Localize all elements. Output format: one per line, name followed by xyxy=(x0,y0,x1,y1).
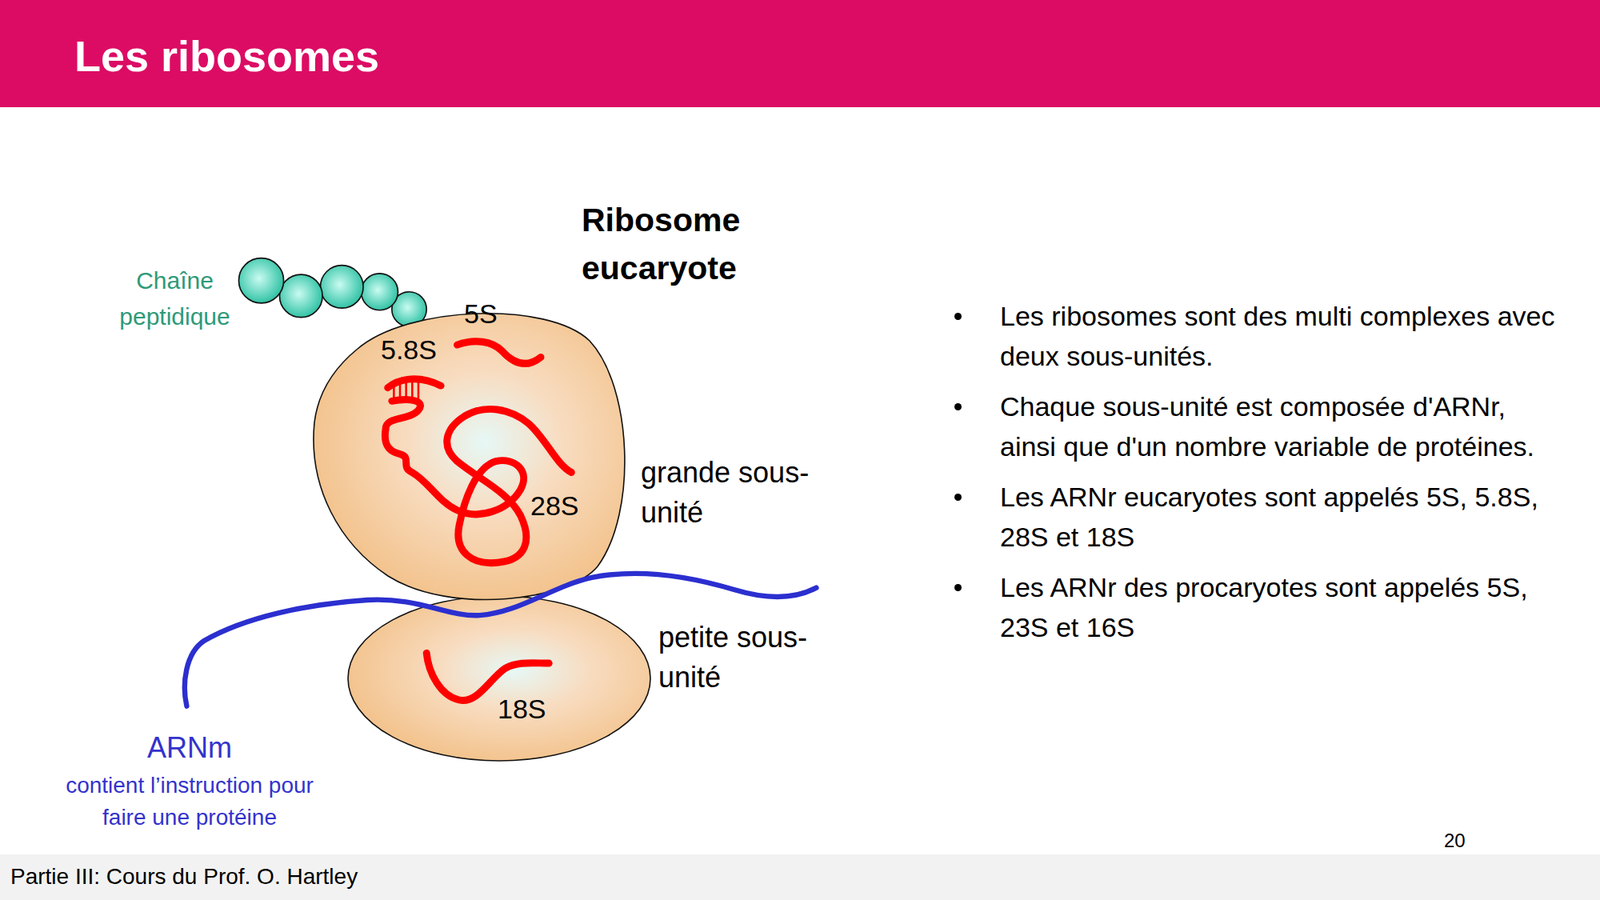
bullet-text: Les ribosomes sont des multi complexes a… xyxy=(1000,296,1560,376)
bullet-text: Les ARNr des procaryotes sont appelés 5S… xyxy=(1000,567,1560,648)
mrna-label: ARNm xyxy=(109,731,270,765)
rrna-label: 18S xyxy=(497,692,547,725)
large-subunit: grande sous-unité xyxy=(308,302,632,611)
rrna-18s xyxy=(426,652,549,700)
figure-heading: Ribosome eucaryote xyxy=(581,196,806,292)
bullet-dot xyxy=(954,403,962,411)
page-number: 20 xyxy=(1444,828,1466,853)
slide-title: Les ribosomes xyxy=(74,29,380,83)
subunit-label: petite sous-unité xyxy=(658,617,843,698)
peptide-label: Chaîne peptidique xyxy=(92,262,257,335)
rrna-label: 28S xyxy=(530,489,580,522)
bullet-text: Les ARNr eucaryotes sont appelés 5S, 5.8… xyxy=(1000,476,1560,557)
subunit-label: grande sous-unité xyxy=(640,452,825,533)
bullet-text: Chaque sous-unité est composée d'ARNr, a… xyxy=(1000,386,1560,467)
base-pairs xyxy=(393,381,419,404)
rrna-5s xyxy=(456,341,541,364)
rrna-label: 5.8S xyxy=(380,333,437,366)
subunit-outline xyxy=(308,302,632,611)
bullet-dot xyxy=(954,312,962,320)
bullet-dot xyxy=(954,493,962,501)
footer-text: Partie III: Cours du Prof. O. Hartley xyxy=(10,862,358,892)
mrna-strand xyxy=(184,573,817,707)
rrna-5-8s xyxy=(388,379,441,388)
rrna-label: 5S xyxy=(464,297,498,330)
rrna-28s xyxy=(384,400,572,564)
mrna-note: contient l’instruction pour faire une pr… xyxy=(45,769,334,834)
small-subunit: petite sous-unité xyxy=(347,595,652,762)
bullet-dot xyxy=(954,584,962,592)
subunit-outline xyxy=(347,595,652,762)
